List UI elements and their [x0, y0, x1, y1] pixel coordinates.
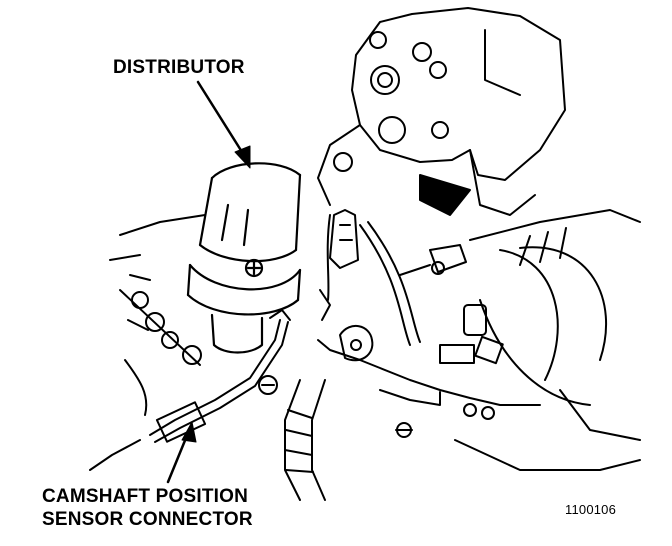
distributor-label: DISTRIBUTOR — [113, 57, 245, 78]
camshaft-leader-arrow — [166, 421, 197, 484]
camshaft-label-line1: CAMSHAFT POSITION — [42, 486, 249, 507]
figure-number: 1100106 — [565, 502, 617, 517]
left-fittings — [109, 214, 206, 416]
camshaft-label-line2: SENSOR CONNECTOR — [42, 509, 253, 530]
sensor-harness — [89, 309, 291, 471]
engine-block — [399, 209, 641, 471]
center-wiring — [284, 209, 541, 501]
distributor — [186, 162, 302, 354]
distributor-leader-arrow — [196, 80, 251, 169]
engine-bracket — [317, 7, 566, 216]
